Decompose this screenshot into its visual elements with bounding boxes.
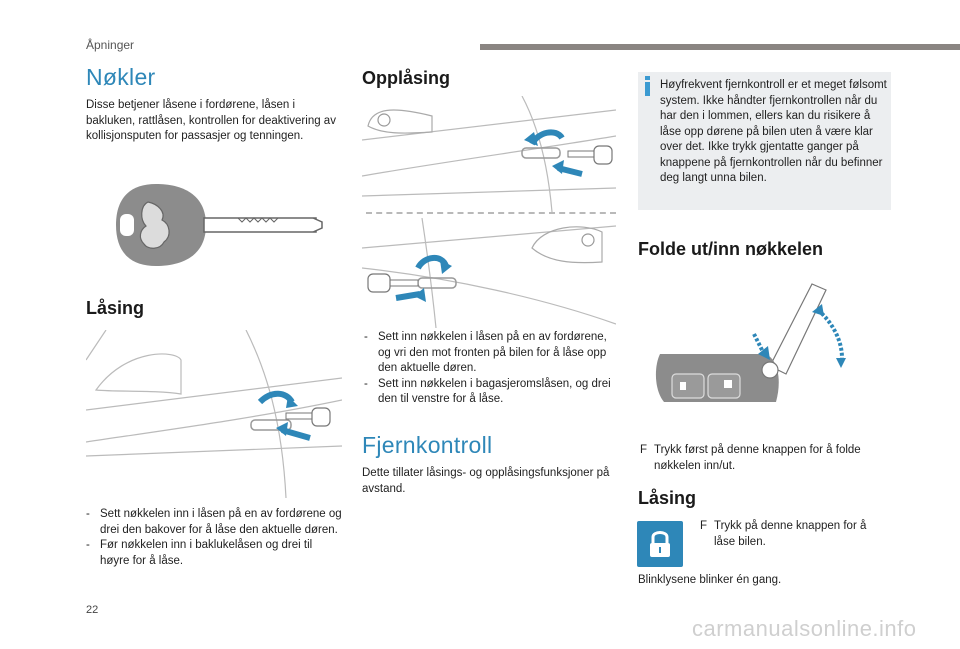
remote-intro: Dette tillater låsings- og opplåsingsfun… <box>362 467 610 495</box>
check-marker: F <box>640 444 648 456</box>
heading-unlocking: Opplåsing <box>362 68 451 88</box>
list-item: -Før nøkkelen inn i baklukelåsen og drei… <box>86 538 344 569</box>
info-icon <box>645 76 650 96</box>
bullet-marker: - <box>86 539 90 551</box>
check-marker: F <box>700 520 708 532</box>
heading-fold-key: Folde ut/inn nøkkelen <box>638 239 824 259</box>
key-illustration <box>116 184 323 266</box>
bullet-marker: - <box>364 377 368 390</box>
lock-step: F Trykk på denne knappen for å låse bile… <box>700 519 880 550</box>
lock-icon <box>650 531 670 557</box>
title-keys: Nøkler <box>86 64 156 90</box>
bullet-marker: - <box>86 508 90 520</box>
list-item: -Sett inn nøkkelen i bagasjeromslåsen, o… <box>364 377 616 408</box>
unlocking-step-text: Sett inn nøkkelen i låsen på en av fordø… <box>378 331 607 374</box>
locking-step-text: Sett nøkkelen inn i låsen på en av fordø… <box>100 508 342 536</box>
fold-step-text: Trykk først på denne knappen for å folde… <box>654 444 861 472</box>
lock-step-text: Trykk på denne knappen for å låse bilen. <box>714 520 867 548</box>
trunk-unlock-illustration <box>362 218 616 328</box>
watermark: carmanualsonline.info <box>692 616 917 641</box>
heading-locking-key: Låsing <box>86 298 145 318</box>
info-box: Høyfrekvent fjernkontroll er et meget fø… <box>638 72 891 210</box>
bullet-marker: - <box>364 331 368 343</box>
door-lock-illustration <box>86 330 342 498</box>
title-remote: Fjernkontroll <box>362 432 493 458</box>
fold-step: F Trykk først på denne knappen for å fol… <box>638 443 888 474</box>
locking-step-text: Før nøkkelen inn i baklukelåsen og drei … <box>100 539 313 567</box>
section-label: Åpninger <box>86 38 135 52</box>
list-item: -Sett nøkkelen inn i låsen på en av ford… <box>86 507 344 538</box>
locking-steps-list: -Sett nøkkelen inn i låsen på en av ford… <box>86 507 344 569</box>
keys-intro: Disse betjener låsene i fordørene, låsen… <box>86 99 336 142</box>
info-text: Høyfrekvent fjernkontroll er et meget fø… <box>660 79 887 184</box>
header-bar <box>480 44 960 50</box>
door-unlock-illustration <box>362 96 616 212</box>
unlocking-steps-list: -Sett inn nøkkelen i låsen på en av ford… <box>364 330 616 408</box>
remote-key-illustration <box>655 283 846 402</box>
blink-text: Blinklysene blinker én gang. <box>638 574 782 586</box>
illustration-divider <box>366 212 616 214</box>
lock-button-illustration <box>637 521 683 567</box>
unlocking-step-text: Sett inn nøkkelen i bagasjeromslåsen, og… <box>378 377 611 406</box>
list-item: -Sett inn nøkkelen i låsen på en av ford… <box>364 330 616 377</box>
heading-locking-remote: Låsing <box>638 488 697 508</box>
page-number: 22 <box>86 604 99 616</box>
